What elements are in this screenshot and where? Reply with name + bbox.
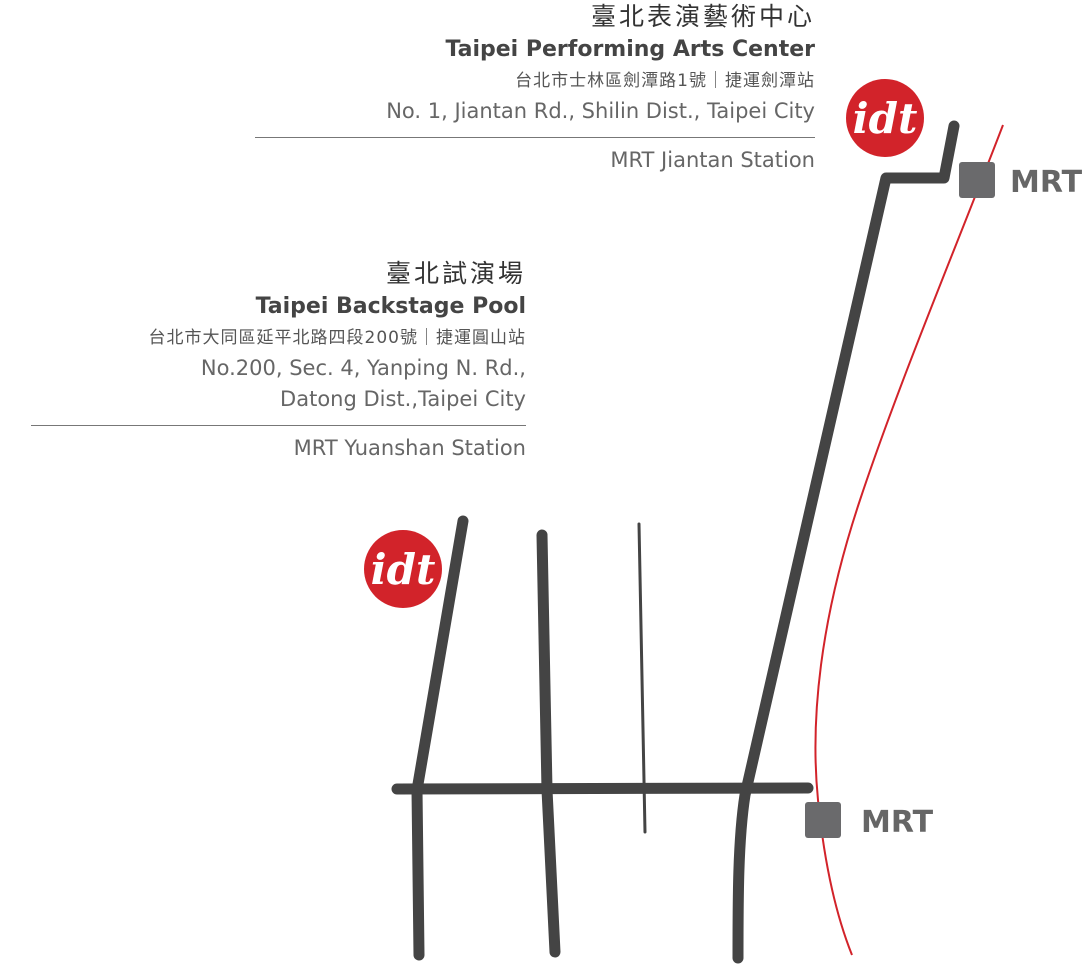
venue-name-en: Taipei Performing Arts Center (445, 37, 815, 62)
mrt-station-icon (959, 162, 995, 198)
venue-logo-tpac: idt (846, 79, 924, 157)
venue-info-pool: 臺北試演場 Taipei Backstage Pool 台北市大同區延平北路四段… (6, 257, 526, 462)
venue-station: MRT Jiantan Station (610, 148, 815, 172)
venue-logo-pool: idt (364, 530, 442, 608)
mrt-label: MRT (1010, 165, 1083, 200)
mrt-station-marker-jiantan: MRT (959, 162, 1083, 200)
mrt-label: MRT (861, 805, 934, 840)
road-network (391, 120, 960, 964)
logo-text: idt (371, 545, 436, 594)
logo-circle-icon (846, 79, 924, 157)
venue-info-tpac: 臺北表演藝術中心 Taipei Performing Arts Center 台… (255, 0, 815, 174)
mrt-station-icon (805, 802, 841, 838)
venue-address-zh: 台北市士林區劍潭路1號｜捷運劍潭站 (515, 71, 815, 91)
venue-name-en: Taipei Backstage Pool (255, 294, 526, 319)
road-horizontal (391, 782, 814, 795)
venue-address-en-line2: Datong Dist.,Taipei City (280, 387, 526, 411)
logo-circle-icon (364, 530, 442, 608)
metro-line (814, 124, 1004, 956)
road-middle-vertical (536, 529, 561, 958)
venue-name-zh: 臺北試演場 (385, 259, 526, 288)
divider (31, 425, 526, 426)
road-minor-street (637, 522, 647, 834)
road-main-diagonal (732, 120, 960, 964)
mrt-station-marker-yuanshan: MRT (805, 802, 934, 840)
venue-address-zh: 台北市大同區延平北路四段200號｜捷運圓山站 (148, 328, 526, 348)
venue-station: MRT Yuanshan Station (293, 436, 526, 460)
divider (255, 137, 815, 138)
venue-name-zh: 臺北表演藝術中心 (590, 2, 815, 31)
logo-text: idt (853, 94, 918, 143)
venue-address-en-line1: No.200, Sec. 4, Yanping N. Rd., (200, 356, 526, 380)
venue-address-en: No. 1, Jiantan Rd., Shilin Dist., Taipei… (386, 99, 815, 123)
